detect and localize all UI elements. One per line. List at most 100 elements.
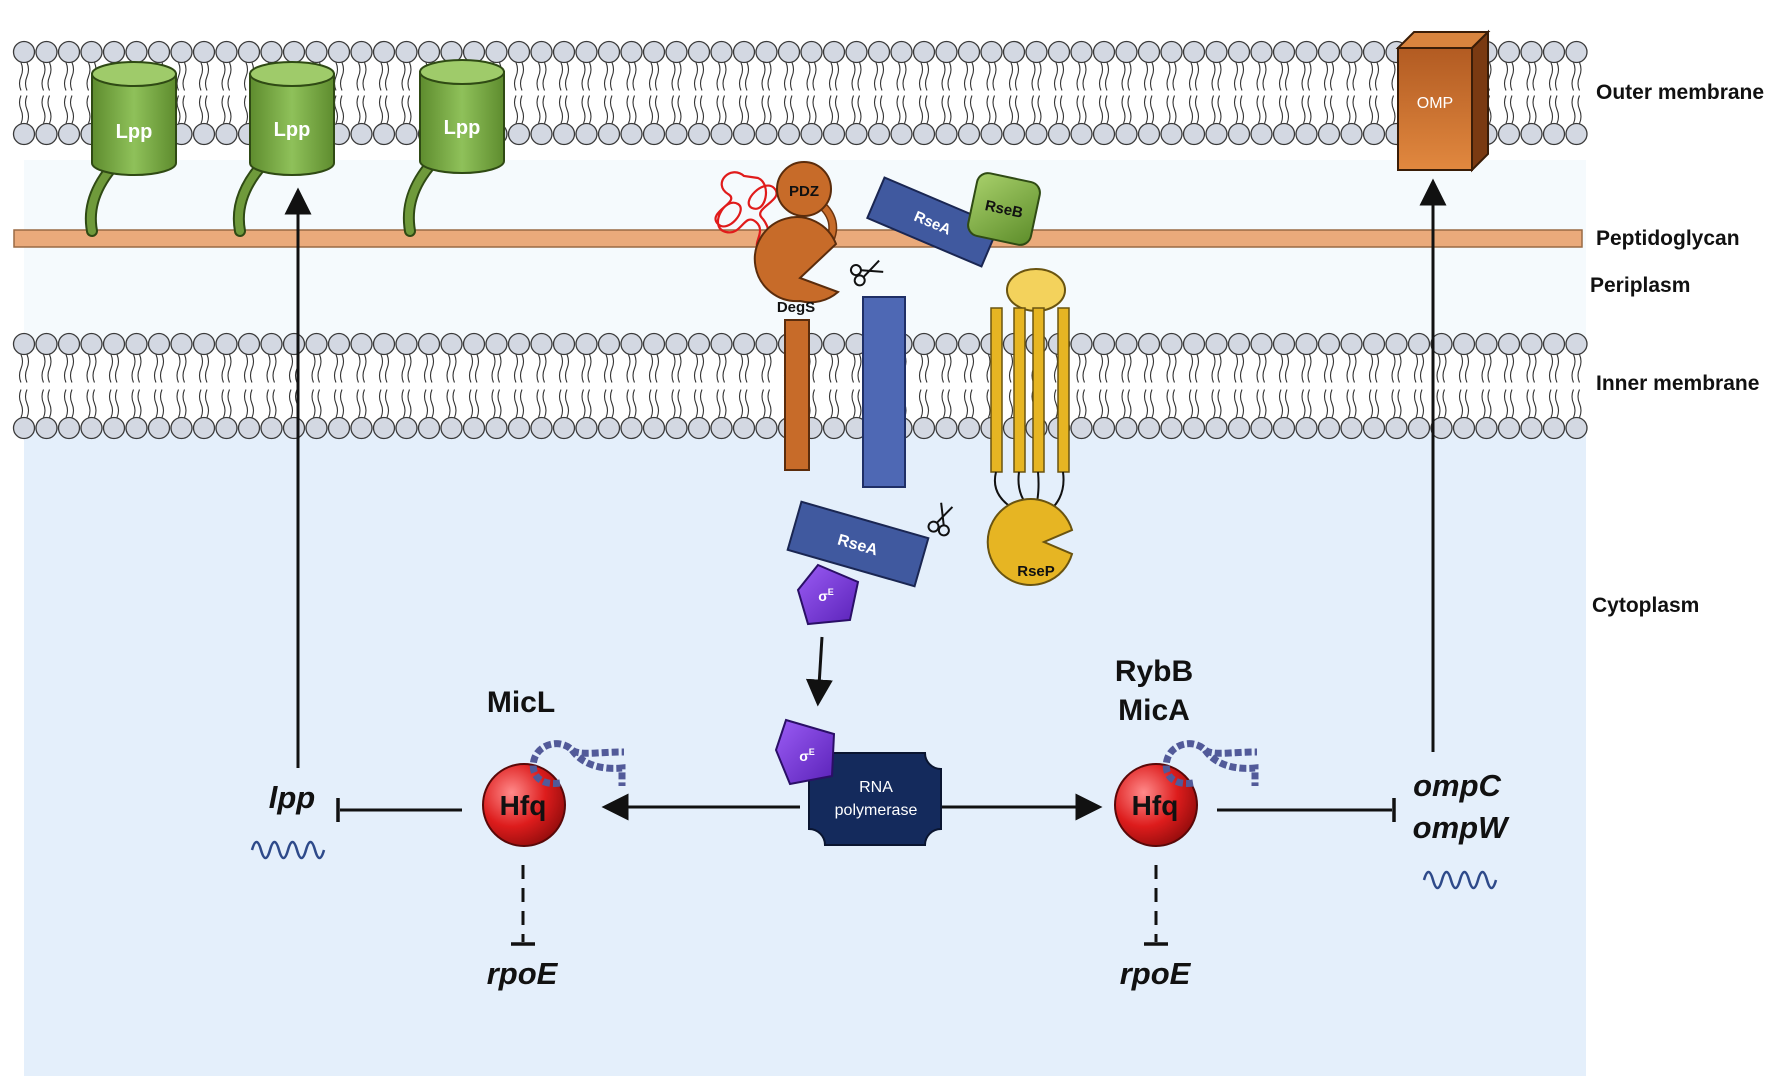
lipid-head: [642, 40, 666, 64]
lipid-head: [710, 122, 733, 146]
lipid-head: [1160, 332, 1183, 356]
lipid-head: [1497, 416, 1521, 440]
lipid-head: [1227, 332, 1251, 356]
lipid-head: [1362, 332, 1386, 356]
lipid-head: [890, 122, 913, 146]
lipid-head: [1520, 332, 1543, 356]
lipid-head: [867, 122, 891, 146]
lipid-head: [327, 332, 351, 356]
lipid-head: [35, 40, 58, 64]
sigma-e-bound: σE: [796, 563, 860, 626]
lipid-head: [710, 332, 733, 356]
lipid-head: [282, 416, 306, 440]
lipid-head: [260, 332, 283, 356]
lipid-head: [665, 122, 688, 146]
lipid-head: [1137, 416, 1161, 440]
rybb-label: RybB: [1115, 655, 1193, 688]
lipid-head: [1340, 332, 1363, 356]
lipid-head: [822, 416, 846, 440]
lipid-head: [1182, 332, 1206, 356]
lipid-head: [1295, 40, 1318, 64]
sigma-release-arrow: [805, 636, 833, 707]
lipid-head: [260, 416, 283, 440]
lipid-head: [102, 40, 126, 64]
lipid-head: [1250, 416, 1273, 440]
lipid-head: [1250, 40, 1273, 64]
lipid-head: [597, 40, 621, 64]
lipid-head: [305, 40, 328, 64]
lipid-head: [687, 40, 711, 64]
lipid-head: [57, 122, 81, 146]
feedback-rpoe-right: [1144, 865, 1168, 946]
lipid-head: [395, 122, 418, 146]
repression-ompc-ompw: [1217, 798, 1396, 822]
periplasm-label: Periplasm: [1590, 274, 1690, 297]
lipid-head: [642, 332, 666, 356]
svg-text:σE: σE: [818, 587, 834, 604]
lipid-head: [35, 332, 58, 356]
lipid-head: [665, 332, 688, 356]
rsea-cytoplasmic-domain: RseA: [786, 500, 930, 588]
degs-protein: PDZ DegS: [714, 161, 840, 471]
lipid-head: [1497, 332, 1521, 356]
sigma-e-superscript-2: E: [809, 747, 815, 757]
lipid-head: [665, 40, 688, 64]
lipid-head: [665, 416, 688, 440]
lipid-head: [1430, 416, 1453, 440]
lipid-head: [755, 122, 778, 146]
lipid-head: [957, 40, 981, 64]
lipid-head: [1070, 40, 1093, 64]
mica-label: MicA: [1118, 694, 1190, 727]
lipid-head: [170, 332, 193, 356]
lipid-head: [822, 40, 846, 64]
lipid-head: [935, 40, 958, 64]
lipid-head: [642, 122, 666, 146]
lipid-head: [755, 416, 778, 440]
lipid-head: [1475, 416, 1498, 440]
lipid-head: [350, 416, 373, 440]
lipid-head: [1340, 416, 1363, 440]
lipid-head: [1250, 122, 1273, 146]
scissors-icon-periplasm: [849, 259, 884, 287]
lipid-head: [327, 40, 351, 64]
lipid-head: [575, 416, 598, 440]
micl-label: MicL: [487, 686, 555, 719]
lipid-head: [260, 40, 283, 64]
sigma-e-rnap-bound: σE: [774, 718, 836, 786]
lipid-head: [305, 416, 328, 440]
lipid-head: [1092, 416, 1116, 440]
lipid-head: [1497, 122, 1521, 146]
lipid-head: [147, 416, 171, 440]
lipid-head: [417, 332, 441, 356]
lpp-protein-2: Lpp: [232, 61, 335, 237]
lipid-head: [1295, 416, 1318, 440]
lipid-head: [822, 122, 846, 146]
lipid-head: [1160, 416, 1183, 440]
lipid-head: [935, 332, 958, 356]
lipid-head: [192, 416, 216, 440]
lipid-head: [170, 40, 193, 64]
lipid-head: [642, 416, 666, 440]
lipid-head: [485, 416, 508, 440]
lipid-head: [912, 122, 936, 146]
lipid-head: [1340, 40, 1363, 64]
lipid-head: [1115, 122, 1138, 146]
lipid-head: [620, 40, 643, 64]
lipid-head: [192, 122, 216, 146]
lipid-head: [215, 122, 238, 146]
lipid-head: [1047, 122, 1071, 146]
misfolded-omp-tangle: [714, 171, 778, 250]
lpp-label-2: Lpp: [274, 119, 311, 141]
lipid-head: [57, 332, 81, 356]
lipid-head: [1115, 40, 1138, 64]
lipid-head: [1272, 40, 1296, 64]
lipid-head: [1070, 332, 1093, 356]
rseb-protein: RseB: [967, 172, 1041, 246]
lipid-head: [912, 416, 936, 440]
lipid-head: [935, 416, 958, 440]
outer-membrane-label: Outer membrane: [1596, 81, 1764, 104]
lipid-head: [1565, 122, 1588, 146]
lipid-head: [1362, 416, 1386, 440]
lipid-head: [327, 416, 351, 440]
lipid-head: [1182, 416, 1206, 440]
